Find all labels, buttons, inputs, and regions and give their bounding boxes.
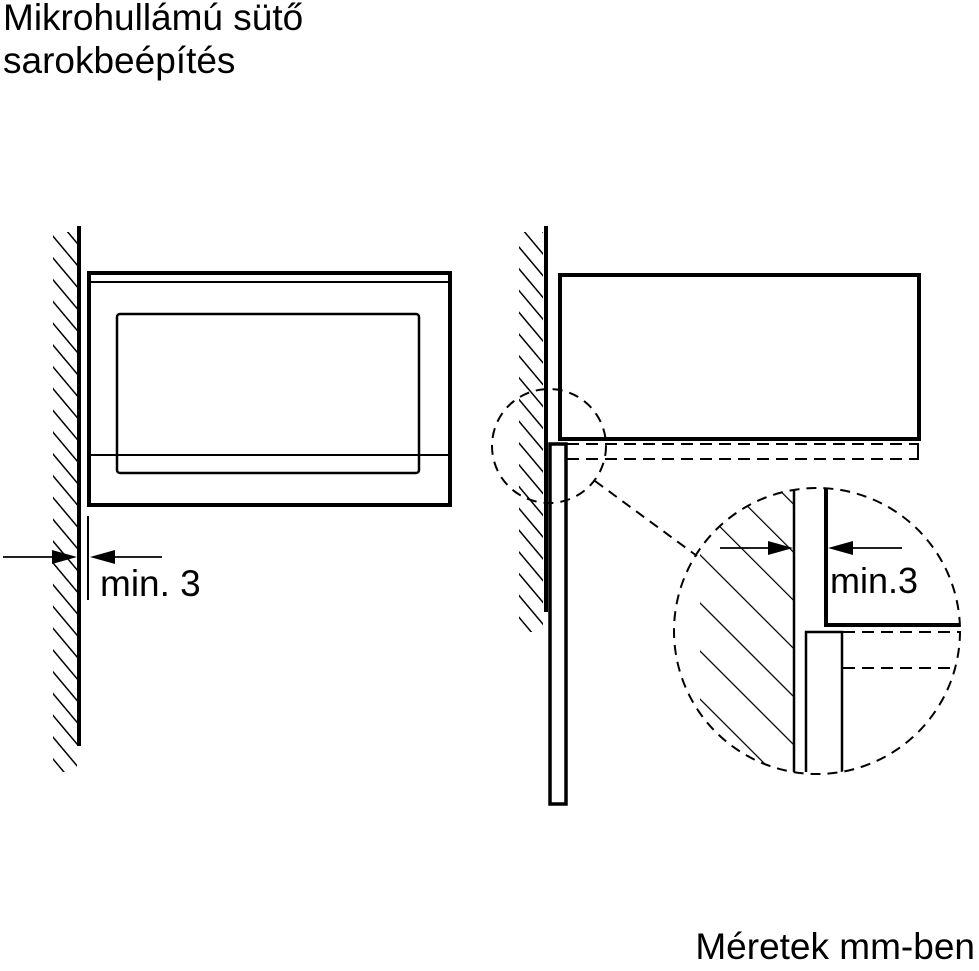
detail-enlargement: min.3 [673,487,961,775]
detail-circle-outline [673,487,961,775]
title-line-2: sarokbeépítés [3,40,236,81]
detail-wall-hatch [700,488,793,774]
arrow-right-icon [52,550,77,564]
door-panel [548,442,568,806]
title-line-1: Mikrohullámú sütő [3,0,304,38]
right-view: min.3 [491,226,961,806]
arrow-left-icon [90,550,115,564]
left-view: min. 3 [3,226,452,772]
left-wall-hatch [53,232,77,772]
microwave-body [558,273,921,441]
right-wall-hatch [519,232,543,632]
arrow-left-icon [828,541,853,555]
microwave-window [115,312,421,475]
detail-marker-circle [491,388,607,504]
detail-door [804,630,844,772]
microwave-frame [87,271,452,507]
detail-leader-line [594,480,698,557]
units-note: Méretek mm-ben [695,926,975,967]
detail-microwave-corner [824,488,960,627]
diagram-title: Mikrohullámú sütő sarokbeépítés [3,0,303,82]
left-dimension-label: min. 3 [100,563,201,604]
detail-dimension-label: min.3 [830,560,918,601]
arrow-right-icon [768,541,793,555]
